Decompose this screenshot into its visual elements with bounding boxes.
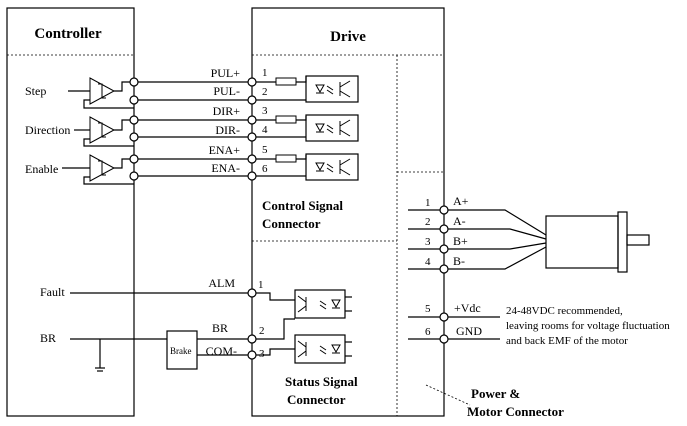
power-note-line2: leaving rooms for voltage fluctuation [506, 320, 670, 332]
channel-step [68, 77, 134, 109]
pin-num-1: 1 [262, 67, 268, 79]
controller-title: Controller [34, 26, 102, 42]
control-connector-label-line2: Connector [262, 216, 321, 231]
power-pin-labels: 1 2 3 4 5 6 A+ A- B+ B- +Vdc GND [425, 194, 482, 338]
channel-direction [74, 116, 134, 147]
pin-name-com-minus: COM- [206, 344, 237, 358]
pin-name-dir-minus: DIR- [215, 123, 240, 137]
status-pin-num-3: 3 [259, 348, 265, 360]
power-connector-leader [425, 384, 471, 406]
power-pin-num-5: 5 [425, 303, 431, 315]
controller-box: Controller [6, 7, 135, 417]
power-note-line3: and back EMF of the motor [506, 335, 628, 347]
status-pin-labels: ALM BR COM- 1 2 3 [206, 276, 265, 360]
status-pin-num-1: 1 [258, 279, 264, 291]
power-connector-label-line2: Motor Connector [467, 404, 564, 419]
signal-label-enable: Enable [25, 162, 58, 176]
pin-name-ena-plus: ENA+ [209, 143, 241, 157]
motor [545, 211, 650, 273]
power-note: 24-48VDC recommended, leaving rooms for … [506, 305, 670, 347]
power-note-line1: 24-48VDC recommended, [506, 305, 623, 317]
pin-name-br: BR [212, 321, 228, 335]
power-pin-name-vdc: +Vdc [454, 301, 481, 315]
status-optocouplers [252, 289, 352, 364]
power-connector-nodes [439, 205, 449, 344]
power-motor-wires [408, 209, 547, 340]
status-connector-label-line2: Connector [287, 392, 346, 407]
control-optocouplers [252, 75, 359, 181]
power-pin-name-b-minus: B- [453, 254, 465, 268]
signal-label-fault: Fault [40, 285, 65, 299]
drive-title: Drive [330, 29, 366, 45]
control-pin-labels: PUL+ PUL- DIR+ DIR- ENA+ ENA- 1 2 3 4 5 … [209, 66, 268, 175]
pin-num-5: 5 [262, 144, 268, 156]
pin-name-alm: ALM [208, 276, 235, 290]
brake-box [166, 330, 198, 370]
signal-label-br: BR [40, 331, 56, 345]
pin-name-ena-minus: ENA- [211, 161, 240, 175]
pin-name-pul-minus: PUL- [213, 84, 240, 98]
control-wires [134, 81, 252, 177]
power-pin-name-a-minus: A- [453, 214, 466, 228]
signal-label-direction: Direction [25, 123, 70, 137]
power-pin-num-3: 3 [425, 236, 431, 248]
status-wires [70, 292, 252, 372]
power-pin-num-1: 1 [425, 197, 431, 209]
channel-enable [62, 154, 134, 185]
control-connector-label-line1: Control Signal [262, 198, 343, 213]
status-pin-num-2: 2 [259, 325, 265, 337]
status-connector-label-line1: Status Signal [285, 374, 358, 389]
power-pin-num-2: 2 [425, 216, 431, 228]
power-pin-name-a-plus: A+ [453, 194, 469, 208]
pin-num-3: 3 [262, 105, 268, 117]
control-connector-nodes [129, 77, 257, 181]
power-pin-name-gnd: GND [456, 324, 482, 338]
power-connector-label-line1: Power & [471, 386, 520, 401]
power-pin-name-b-plus: B+ [453, 234, 468, 248]
status-connector-nodes [247, 288, 257, 360]
pin-name-dir-plus: DIR+ [213, 104, 241, 118]
pin-name-pul-plus: PUL+ [211, 66, 241, 80]
pin-num-2: 2 [262, 86, 268, 98]
pin-num-4: 4 [262, 124, 268, 136]
brake-label: Brake [170, 346, 192, 356]
power-pin-num-4: 4 [425, 256, 431, 268]
pin-num-6: 6 [262, 163, 268, 175]
signal-label-step: Step [25, 84, 46, 98]
power-pin-num-6: 6 [425, 326, 431, 338]
